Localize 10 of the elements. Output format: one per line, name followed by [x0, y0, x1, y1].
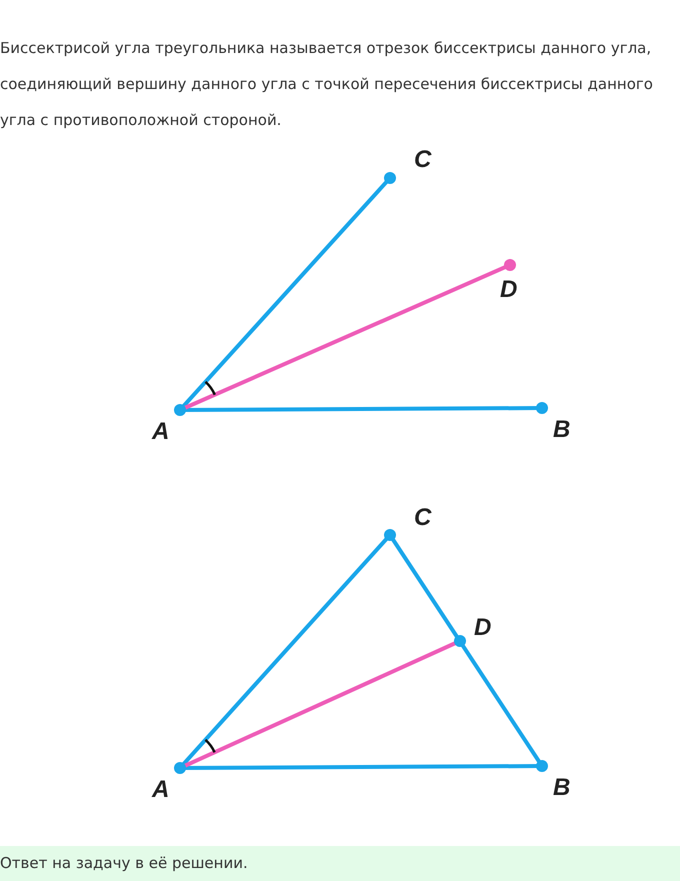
point-label: C [414, 148, 432, 172]
point-label: B [553, 418, 570, 442]
point-label: D [474, 616, 492, 640]
point-label: A [152, 778, 170, 802]
point-label: D [500, 278, 518, 302]
point-label: C [414, 506, 432, 530]
point-label: B [553, 776, 570, 800]
answer-bar: Ответ на задачу в её решении. [0, 846, 680, 881]
definition-text: Биссектрисой угла треугольника называется отрезок биссектрисы данного угла, соединяющий вершину данного угла с точкой пересечения биссектрисы данного угла с противоположной стороной. [0, 38, 654, 131]
point-label: A [152, 420, 170, 444]
